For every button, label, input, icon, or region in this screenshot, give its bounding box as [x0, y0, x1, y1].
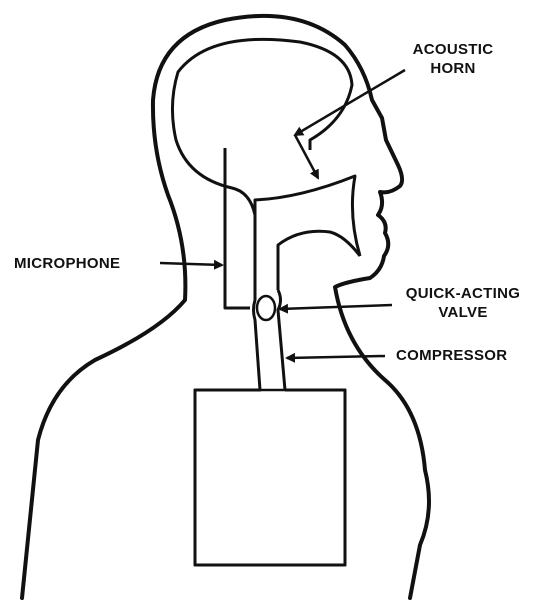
acoustic-horn-arrow-tip: [295, 135, 318, 178]
quick-acting-valve-label-line1: QUICK-ACTING: [388, 284, 538, 303]
microphone-tube: [225, 148, 250, 308]
quick-acting-valve-label: QUICK-ACTING VALVE: [388, 284, 538, 322]
channel-right-wall: [278, 290, 285, 390]
acoustic-horn-label-line2: HORN: [398, 59, 508, 78]
compressor-arrow: [287, 356, 385, 358]
valve-arrow: [280, 305, 392, 309]
microphone-arrow: [160, 263, 222, 265]
quick-acting-valve: [257, 296, 275, 320]
compressor-box: [195, 390, 345, 565]
acoustic-horn-upper: [255, 176, 360, 256]
acoustic-horn-label-line1: ACOUSTIC: [398, 40, 508, 59]
compressor-label: COMPRESSOR: [396, 346, 507, 365]
quick-acting-valve-label-line2: VALVE: [388, 303, 538, 322]
brain-contour: [172, 39, 352, 215]
microphone-label: MICROPHONE: [14, 254, 120, 273]
acoustic-horn-label: ACOUSTIC HORN: [398, 40, 508, 78]
